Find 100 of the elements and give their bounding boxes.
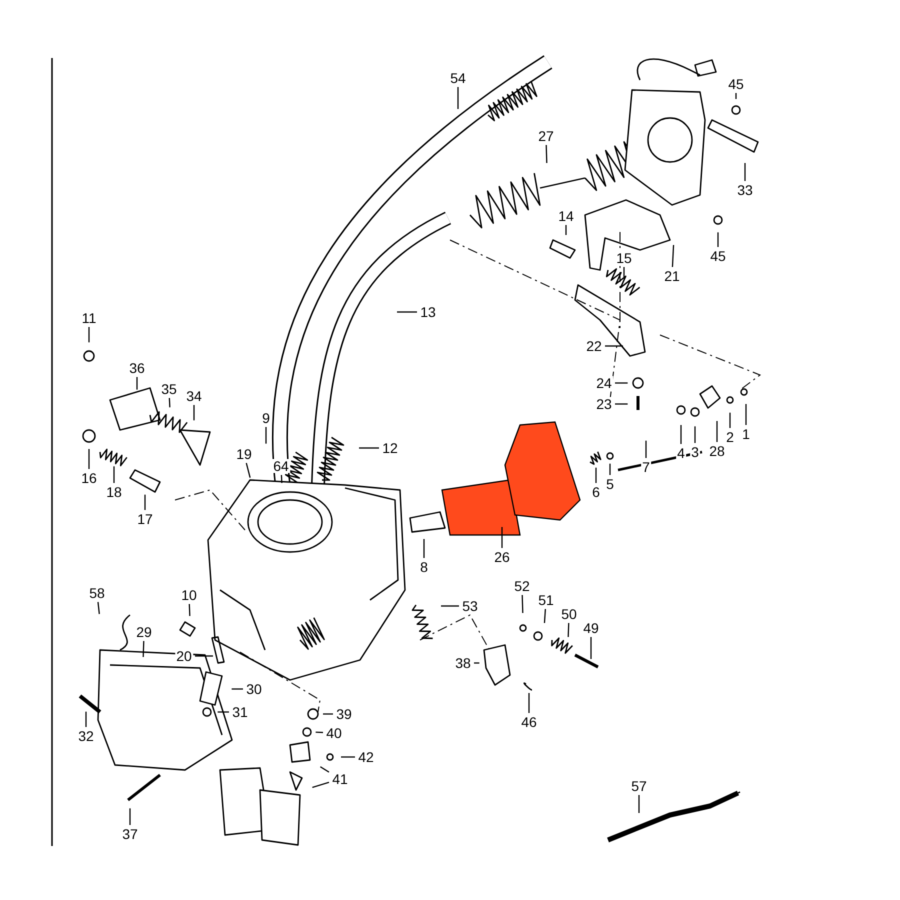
callout-number: 33 [736, 183, 754, 197]
leader-line [474, 662, 480, 664]
leader-line [136, 377, 138, 390]
callout-number: 19 [235, 447, 253, 461]
leader-line [457, 87, 459, 109]
leader-line [193, 405, 195, 420]
leader-line [218, 711, 229, 713]
leader-line [168, 398, 170, 408]
leader-line [144, 494, 146, 510]
leader-line [590, 637, 592, 659]
leader-line [716, 421, 718, 442]
callout-number: 54 [449, 71, 467, 85]
leader-line [88, 327, 90, 342]
leader-line [188, 604, 190, 616]
leader-line [694, 426, 696, 443]
leader-line [568, 622, 570, 638]
callout-number: 4 [676, 446, 686, 460]
leader-line [680, 425, 682, 444]
leader-line [232, 688, 243, 690]
callout-number: 3 [690, 445, 700, 459]
callout-number: 46 [520, 715, 538, 729]
callout-number: 15 [615, 251, 633, 265]
callout-number: 8 [419, 560, 429, 574]
leader-line [623, 267, 625, 277]
callout-number: 20 [175, 649, 193, 663]
leader-line [745, 404, 747, 425]
callout-number: 39 [335, 707, 353, 721]
leader-line [142, 640, 144, 658]
leader-line [544, 608, 546, 624]
callout-number: 16 [80, 471, 98, 485]
leader-line [320, 766, 330, 773]
callout-number: 36 [128, 361, 146, 375]
callout-number: 57 [630, 779, 648, 793]
leader-line [595, 468, 597, 483]
leader-line [195, 655, 213, 657]
callout-number: 24 [595, 376, 613, 390]
leader-line [312, 782, 330, 788]
callout-number: 1 [741, 427, 751, 441]
callout-number: 23 [595, 397, 613, 411]
leader-line [615, 403, 628, 405]
leader-line [729, 412, 731, 428]
callout-number: 13 [419, 305, 437, 319]
callout-number: 34 [185, 389, 203, 403]
leader-line [246, 462, 251, 478]
callout-number: 11 [80, 311, 98, 325]
leader-line [359, 447, 379, 449]
callout-number: 30 [245, 682, 263, 696]
callout-number: 45 [709, 249, 727, 263]
leader-line [735, 93, 737, 99]
callout-number: 53 [461, 599, 479, 613]
callout-number: 45 [727, 77, 745, 91]
callout-number: 6 [591, 485, 601, 499]
callout-number: 35 [160, 382, 178, 396]
leader-line [113, 466, 115, 483]
callout-number: 17 [136, 512, 154, 526]
callout-number: 52 [513, 579, 531, 593]
callout-number: 37 [121, 827, 139, 841]
leader-line [316, 732, 324, 734]
callout-number: 28 [708, 444, 726, 458]
callout-number: 50 [560, 607, 578, 621]
leader-line [85, 712, 87, 727]
callout-number: 5 [605, 477, 615, 491]
leader-line [605, 345, 623, 347]
callout-number: 10 [180, 588, 198, 602]
leader-line [341, 756, 355, 758]
callout-number: 22 [585, 339, 603, 353]
leader-line [638, 795, 640, 813]
leader-line [717, 232, 719, 247]
leader-line [645, 440, 647, 458]
callout-number: 12 [381, 441, 399, 455]
callout-number: 9 [261, 411, 271, 425]
callout-number: 42 [357, 750, 375, 764]
callout-number: 27 [537, 129, 555, 143]
callout-number: 32 [77, 729, 95, 743]
callout-number: 58 [88, 586, 106, 600]
callout-number: 2 [725, 430, 735, 444]
callout-number: 51 [537, 593, 555, 607]
leader-line [501, 527, 503, 548]
leader-line [528, 693, 530, 713]
callout-number: 7 [641, 460, 651, 474]
callout-number: 14 [557, 209, 575, 223]
callout-number: 40 [325, 726, 343, 740]
callout-number: 21 [663, 269, 681, 283]
leader-line [397, 311, 417, 313]
callout-number: 18 [105, 485, 123, 499]
leader-line [441, 605, 459, 607]
leader-line [265, 427, 267, 444]
callout-number: 38 [454, 656, 472, 670]
leader-line [323, 713, 333, 715]
callout-number: 29 [135, 625, 153, 639]
leader-line [546, 144, 548, 164]
leader-line [615, 382, 628, 384]
leader-line [744, 163, 746, 181]
leader-line [280, 474, 282, 484]
leader-line [88, 449, 90, 469]
callout-number: 26 [493, 550, 511, 564]
leader-line [565, 225, 567, 235]
callout-number: 49 [582, 621, 600, 635]
leader-line [97, 602, 100, 614]
leader-line [672, 244, 674, 268]
